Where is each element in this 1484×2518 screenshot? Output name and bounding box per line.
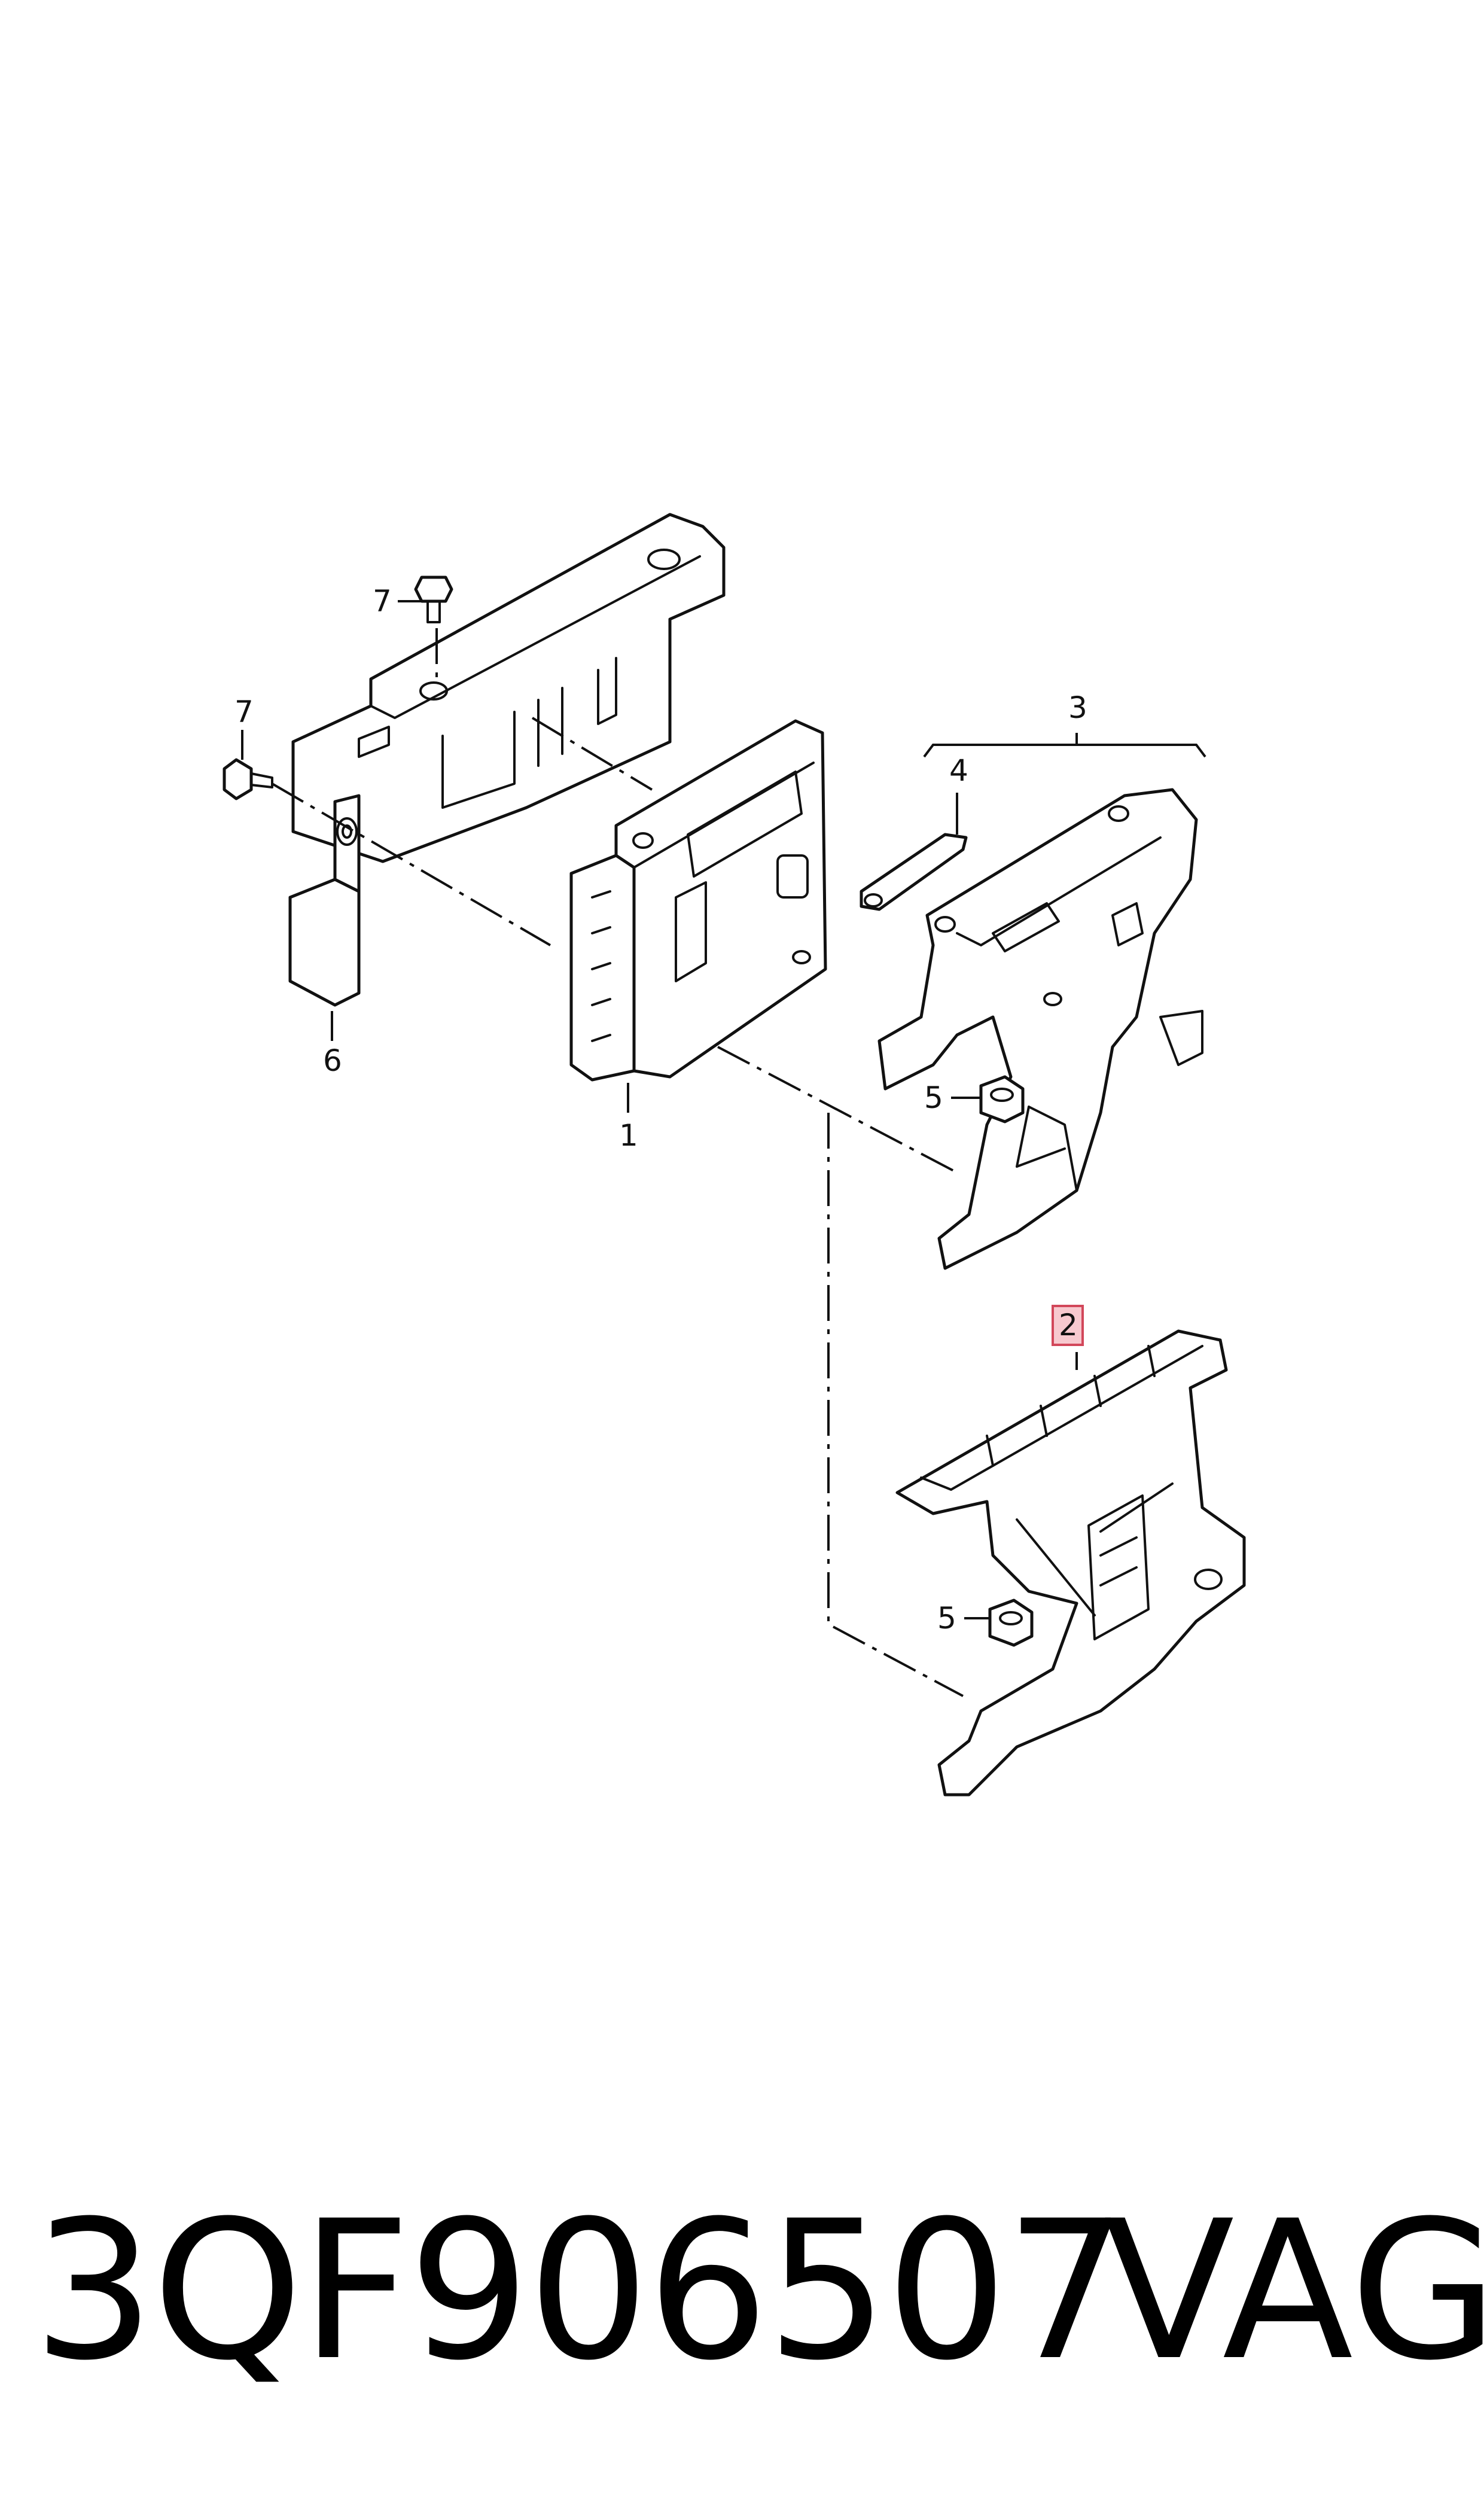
- callout-7-top: 7: [373, 584, 392, 619]
- upper-bracket: [291, 513, 726, 863]
- callout-3: 3: [1068, 690, 1087, 725]
- brand-name: VAG: [1104, 2180, 1484, 2403]
- part-number: 3QF906507: [33, 2180, 1127, 2403]
- leader-lines: [241, 600, 1206, 1619]
- bolt-7-top: [414, 576, 453, 623]
- callout-5-lower: 5: [937, 1601, 956, 1636]
- callout-4: 4: [949, 753, 968, 788]
- part-caption: 3QF906507 VAG: [33, 2178, 1484, 2405]
- callout-1: 1: [619, 1118, 638, 1153]
- assembly-lines: [271, 628, 964, 1697]
- nut-5-upper: [979, 1075, 1025, 1123]
- callout-2-highlight: [1052, 1305, 1084, 1346]
- bracket-part-2: [895, 1329, 1246, 1797]
- clip-part-6: [288, 794, 361, 1007]
- callout-labels: 7 7 6 1 3 4 5 5 2: [234, 584, 1087, 1636]
- callout-5-upper: 5: [924, 1080, 943, 1115]
- control-unit-part-1: [569, 719, 827, 1082]
- callout-2: 2: [1059, 1308, 1078, 1342]
- strap-part-4: [860, 833, 968, 911]
- bracket-assembly-part-3: [877, 788, 1203, 1270]
- callout-6: 6: [323, 1043, 342, 1078]
- bolt-7-left: [223, 758, 273, 800]
- nut-5-lower: [988, 1599, 1034, 1647]
- callout-7-left: 7: [234, 695, 254, 729]
